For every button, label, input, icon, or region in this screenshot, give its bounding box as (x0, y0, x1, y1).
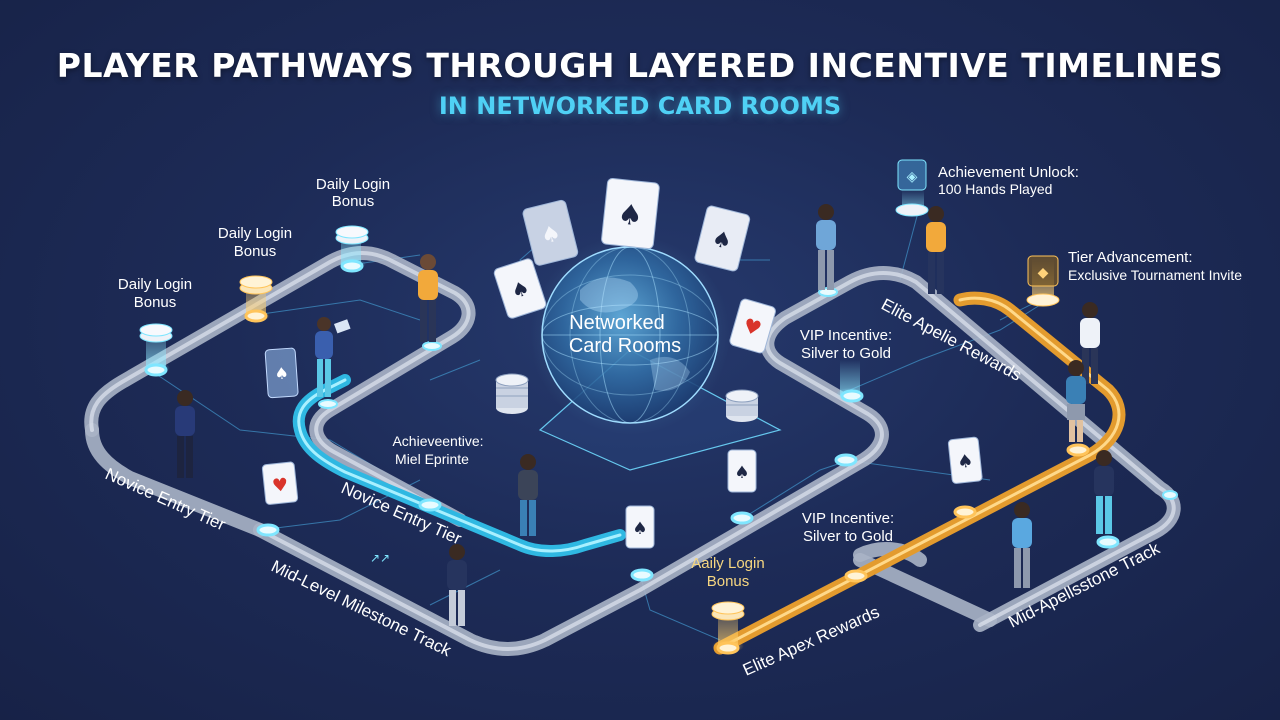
page-subtitle: IN NETWORKED CARD ROOMS (438, 92, 842, 120)
milestone-label: Daily Login (316, 176, 390, 193)
svg-text:♠: ♠ (956, 451, 974, 474)
milestone-label: Miel Eprinte (395, 451, 469, 467)
milestone-vip-lower: VIP Incentive: Silver to Gold (802, 510, 894, 545)
player-figure-icon (1094, 450, 1114, 534)
playing-card-icon: ♠ (601, 177, 660, 250)
track-label-mid-level: Mid-Level Milestone Track (268, 557, 454, 661)
milestone-daily-login-4: Aaily Login Bonus (691, 555, 764, 590)
playing-card-icon: ♠ (947, 436, 983, 484)
milestone-label: Bonus (707, 573, 750, 590)
milestone-label: Silver to Gold (801, 345, 891, 362)
milestone-vip-upper: VIP Incentive: Silver to Gold (800, 327, 892, 362)
player-figure-icon (518, 454, 538, 536)
milestone-label: Daily Login (118, 276, 192, 293)
outer-track-highlight (89, 251, 1176, 651)
player-figure-icon (175, 390, 195, 478)
player-figure-icon (1080, 302, 1100, 384)
milestone-daily-login-3: Daily Login Bonus (316, 176, 390, 210)
player-figure-icon (447, 544, 467, 626)
svg-text:♠: ♠ (616, 197, 644, 232)
player-figure-icon (1012, 502, 1032, 588)
svg-text:♠: ♠ (274, 363, 290, 383)
svg-text:♠: ♠ (734, 463, 749, 483)
chip-stack-icon (725, 389, 759, 422)
milestone-label: 100 Hands Played (938, 181, 1052, 197)
player-figure-icon (816, 204, 836, 290)
svg-text:♥: ♥ (740, 313, 764, 341)
playing-card-icon: ♠ (264, 347, 299, 399)
milestone-achievement-unlock: Achievement Unlock: 100 Hands Played (938, 164, 1079, 197)
chip-stack-icon: ◈ (895, 159, 929, 217)
player-figure-icon (1066, 360, 1086, 442)
milestone-label: Bonus (332, 193, 375, 210)
milestone-daily-login-2: Daily Login Bonus (218, 225, 292, 260)
milestone-label: Achievement Unlock: (938, 164, 1079, 181)
milestone-label: Silver to Gold (803, 528, 893, 545)
hub-label-line1: Networked (569, 312, 665, 334)
playing-card-icon: ♠ (522, 199, 579, 266)
hub-label-line2: Card Rooms (569, 335, 681, 357)
track-nodes (144, 259, 1178, 655)
svg-text:◆: ◆ (1038, 265, 1049, 281)
arrow-icon: ↗↗ (370, 551, 390, 565)
playing-card-icon: ♠ (694, 205, 751, 272)
svg-text:♥: ♥ (271, 474, 289, 497)
playing-card-icon: ♥ (261, 461, 299, 505)
milestone-label: Achieveentive: (392, 433, 483, 449)
player-figure-icon (315, 317, 351, 397)
milestone-label: Daily Login (218, 225, 292, 242)
milestone-daily-login-1: Daily Login Bonus (118, 276, 192, 311)
milestone-label: Tier Advancement: (1068, 249, 1193, 266)
milestone-label: VIP Incentive: (802, 510, 894, 527)
chip-stack-icon (495, 373, 529, 414)
milestone-tier-advancement: Tier Advancement: Exclusive Tournament I… (1068, 249, 1242, 283)
track-label-novice-outer: Novice Entry Tier (102, 464, 228, 534)
player-figures (175, 204, 1114, 626)
milestone-label: VIP Incentive: (800, 327, 892, 344)
milestone-achievement-mid: Achieveentive: Miel Eprinte (392, 433, 483, 467)
globe-icon: Networked Card Rooms (530, 235, 730, 435)
playing-card-icon: ♥ (729, 298, 776, 354)
trophy-badge-icon: ◆ (1026, 255, 1060, 307)
player-figure-icon (418, 254, 438, 342)
player-figure-icon (926, 206, 946, 294)
milestone-label: Bonus (134, 294, 177, 311)
playing-card-icon: ♠ (493, 258, 547, 319)
milestone-label: Exclusive Tournament Invite (1068, 267, 1242, 283)
playing-card-icon: ♠ (727, 449, 757, 493)
svg-text:◈: ◈ (907, 169, 918, 185)
svg-text:♠: ♠ (632, 519, 647, 539)
playing-card-icon: ♠ (625, 505, 655, 549)
page-title: PLAYER PATHWAYS THROUGH LAYERED INCENTIV… (56, 46, 1224, 85)
milestone-label: Bonus (234, 243, 277, 260)
track-label-elite-lower: Elite Apex Rewards (740, 602, 882, 679)
milestone-label: Aaily Login (691, 555, 764, 572)
